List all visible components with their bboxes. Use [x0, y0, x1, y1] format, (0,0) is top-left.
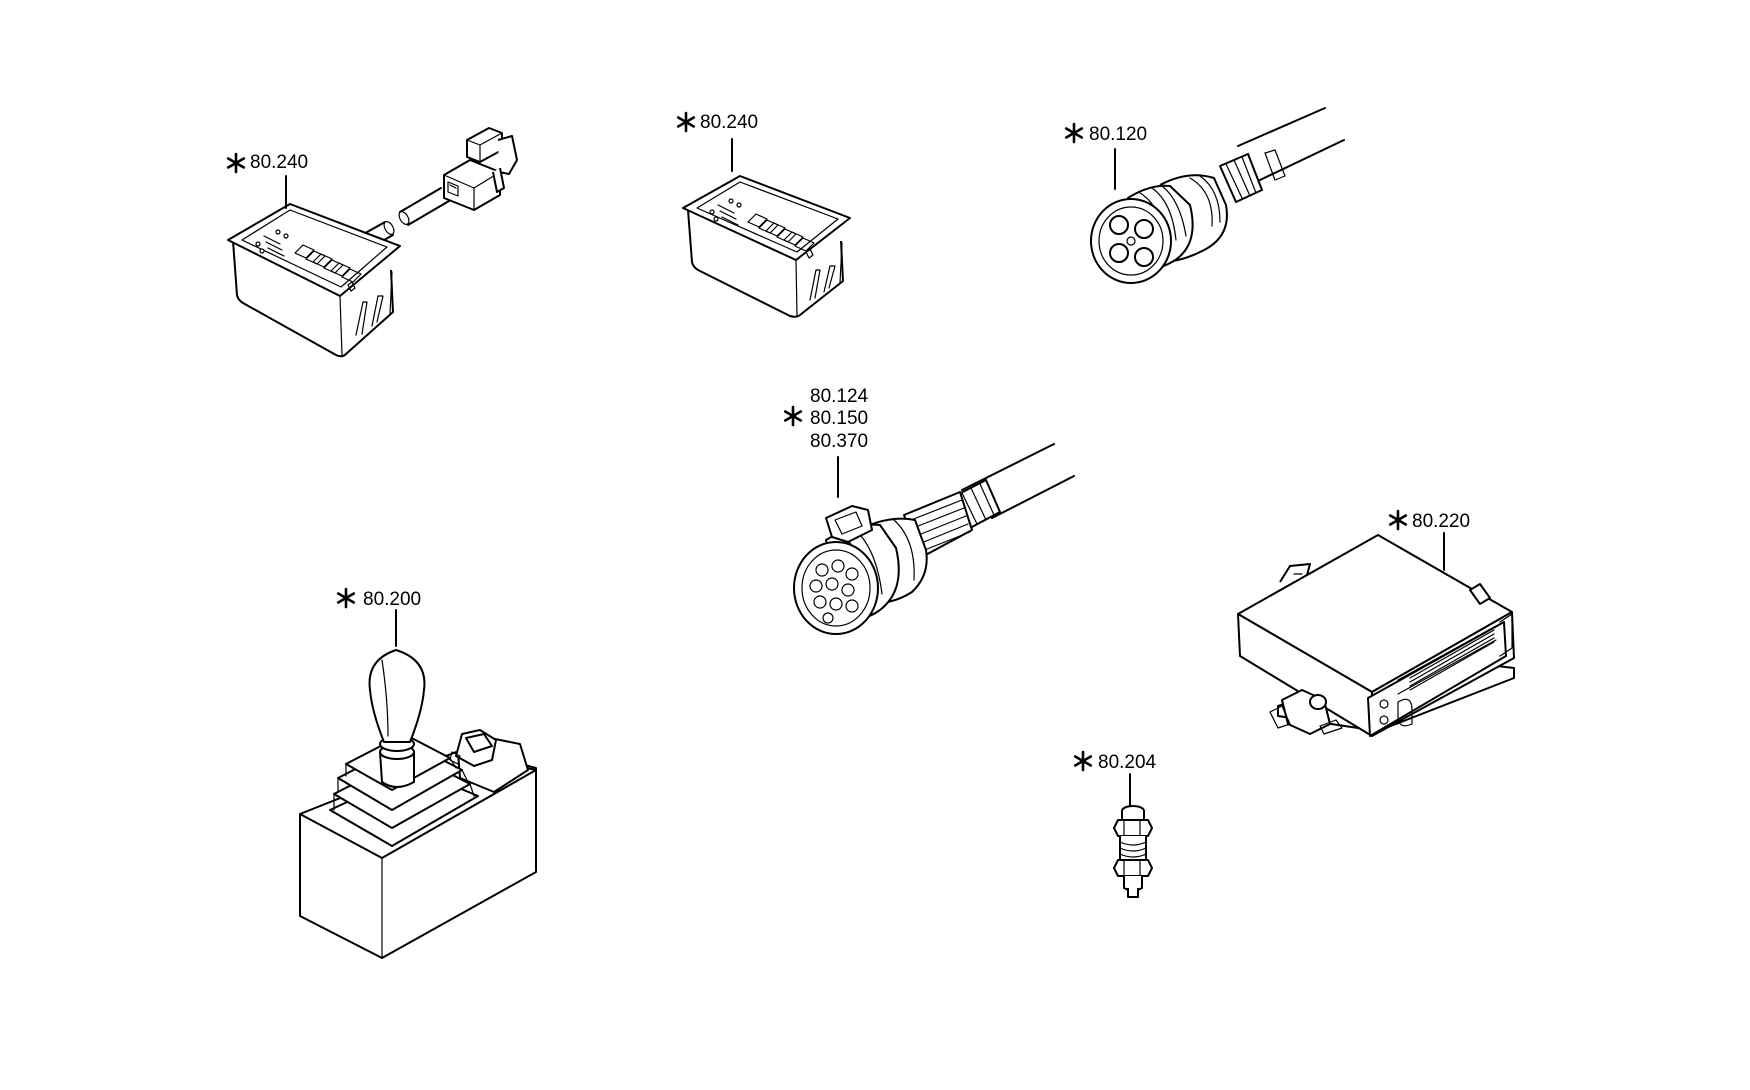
gear-selector [299, 587, 537, 959]
ref-label-display-harness: 80.240 [250, 152, 308, 173]
ref-label-multi-pin-connector-3: 80.370 [810, 431, 868, 452]
round-connector [1064, 107, 1345, 284]
display-with-harness [226, 127, 518, 358]
multi-pin-connector [783, 405, 1075, 635]
ref-label-multi-pin-connector-1: 80.124 [810, 386, 869, 407]
ref-label-control-unit: 80.220 [1412, 511, 1470, 532]
ref-label-sensor: 80.204 [1098, 752, 1157, 773]
sensor [1073, 750, 1153, 898]
ref-label-round-connector: 80.120 [1089, 124, 1147, 145]
ref-label-multi-pin-connector-2: 80.150 [810, 408, 868, 429]
ref-label-gear-selector: 80.200 [363, 589, 421, 610]
display [676, 111, 851, 318]
ref-label-display: 80.240 [700, 112, 758, 133]
control-unit [1237, 509, 1515, 737]
